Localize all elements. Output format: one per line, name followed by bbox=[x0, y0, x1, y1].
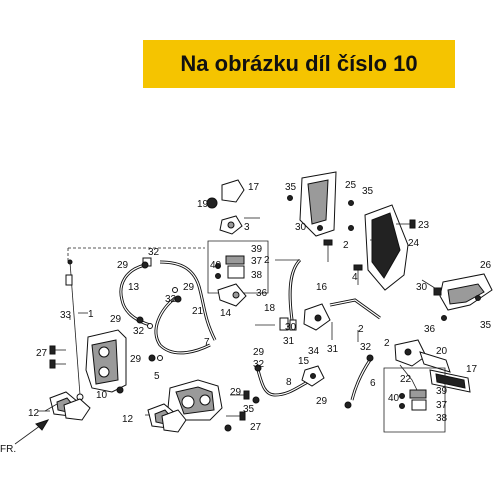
callout-13: 13 bbox=[128, 282, 140, 293]
callout-34: 34 bbox=[308, 346, 320, 357]
callout-29-c: 29 bbox=[183, 282, 195, 293]
cover-clips bbox=[287, 195, 481, 321]
callout-12-right: 12 bbox=[122, 414, 134, 425]
callout-2-left: 2 bbox=[264, 255, 270, 266]
callout-39-left: 39 bbox=[251, 244, 263, 255]
callout-1: 1 bbox=[88, 309, 94, 320]
callout-37-right: 37 bbox=[436, 400, 448, 411]
brake-junction bbox=[301, 365, 325, 387]
caliper-bolt bbox=[49, 345, 66, 369]
callout-29-d: 29 bbox=[130, 354, 142, 365]
callout-33: 33 bbox=[60, 310, 72, 321]
callout-35-bottom: 35 bbox=[243, 404, 255, 415]
callout-19: 19 bbox=[197, 199, 209, 210]
callout-5: 5 bbox=[154, 371, 160, 382]
callout-21: 21 bbox=[192, 306, 204, 317]
callout-25: 25 bbox=[345, 180, 357, 191]
callout-29-b: 29 bbox=[110, 314, 122, 325]
callout-14: 14 bbox=[220, 308, 232, 319]
callout-38-right: 38 bbox=[436, 413, 448, 424]
callout-40-right: 40 bbox=[388, 393, 400, 404]
callout-29-e: 29 bbox=[230, 387, 242, 398]
callout-38-left: 38 bbox=[251, 270, 263, 281]
callout-32-right: 32 bbox=[360, 342, 372, 353]
callout-2-near-36: 2 bbox=[384, 338, 390, 349]
rear-caliper-bolts bbox=[224, 390, 250, 432]
front-cover-25 bbox=[299, 171, 337, 237]
brake-hose-13 bbox=[119, 263, 151, 327]
callout-40-left: 40 bbox=[210, 260, 222, 271]
front-cover-24 bbox=[364, 204, 409, 291]
callout-35-right: 35 bbox=[480, 320, 492, 331]
callout-2-top: 2 bbox=[343, 240, 349, 251]
callout-31-b: 31 bbox=[327, 344, 339, 355]
callout-29-a: 29 bbox=[117, 260, 129, 271]
handlebar bbox=[279, 258, 381, 331]
callout-17-top: 17 bbox=[248, 182, 260, 193]
callout-31-left: 30 bbox=[285, 322, 297, 333]
callout-20: 20 bbox=[436, 346, 448, 357]
rear-brake-caliper bbox=[167, 379, 223, 421]
callout-26: 26 bbox=[480, 260, 492, 271]
brake-pads-left bbox=[49, 391, 91, 421]
right-master-cylinder bbox=[394, 339, 451, 393]
cover-26 bbox=[439, 273, 493, 311]
callout-18: 18 bbox=[264, 303, 276, 314]
callout-32-a: 32 bbox=[148, 247, 160, 258]
callout-39-right: 39 bbox=[436, 386, 448, 397]
callout-4: 4 bbox=[352, 272, 358, 283]
callout-7: 7 bbox=[204, 337, 210, 348]
callout-17-right: 17 bbox=[466, 364, 478, 375]
callout-27-left: 27 bbox=[36, 348, 48, 359]
banner-text: Na obrázku díl číslo 10 bbox=[180, 51, 418, 76]
callout-12-left: 12 bbox=[28, 408, 40, 419]
callout-24: 24 bbox=[408, 238, 420, 249]
callout-35-top-right: 35 bbox=[362, 186, 374, 197]
front-direction-arrow bbox=[14, 419, 50, 445]
callout-32-b: 32 bbox=[133, 326, 145, 337]
callout-35-top-left: 35 bbox=[285, 182, 297, 193]
right-box-assembly bbox=[383, 367, 446, 433]
callout-16: 16 bbox=[316, 282, 328, 293]
callout-10: 10 bbox=[96, 390, 108, 401]
callout-31: 31 bbox=[283, 336, 295, 347]
callout-32-d: 32 bbox=[253, 359, 265, 370]
handlebar-bolts bbox=[323, 239, 363, 342]
callout-36-left: 36 bbox=[256, 288, 268, 299]
callout-27-right: 27 bbox=[250, 422, 262, 433]
master-cylinder-box bbox=[207, 240, 269, 307]
callout-3: 3 bbox=[244, 222, 250, 233]
callout-23: 23 bbox=[418, 220, 430, 231]
callout-36-right: 36 bbox=[424, 324, 436, 335]
banjo-bolts-left bbox=[136, 261, 182, 362]
bolt-23 bbox=[396, 219, 416, 229]
brake-hose-6 bbox=[350, 359, 372, 401]
callout-2-right: 2 bbox=[358, 324, 364, 335]
leader-lines bbox=[38, 217, 439, 416]
callout-29-g: 29 bbox=[316, 396, 328, 407]
part-number-banner: Na obrázku díl číslo 10 bbox=[143, 40, 455, 88]
callout-fr: FR. bbox=[0, 444, 16, 455]
brake-pads-right bbox=[147, 403, 187, 433]
callout-30-right: 30 bbox=[416, 282, 428, 293]
callout-22: 22 bbox=[400, 374, 412, 385]
switch-housing bbox=[206, 179, 245, 235]
callout-numbers: 1 33 27 10 12 FR. 29 32 13 29 32 29 32 7… bbox=[0, 180, 492, 455]
callout-30-top: 30 bbox=[295, 222, 307, 233]
throttle-grip bbox=[429, 369, 471, 393]
callout-6: 6 bbox=[370, 378, 376, 389]
brake-caliper bbox=[85, 329, 127, 394]
callout-15: 15 bbox=[298, 356, 310, 367]
brake-cable-rod bbox=[65, 259, 84, 401]
callout-37-left: 37 bbox=[251, 256, 263, 267]
callout-8: 8 bbox=[286, 377, 292, 388]
callout-29-f: 29 bbox=[253, 347, 265, 358]
callout-32-c: 32 bbox=[165, 294, 177, 305]
